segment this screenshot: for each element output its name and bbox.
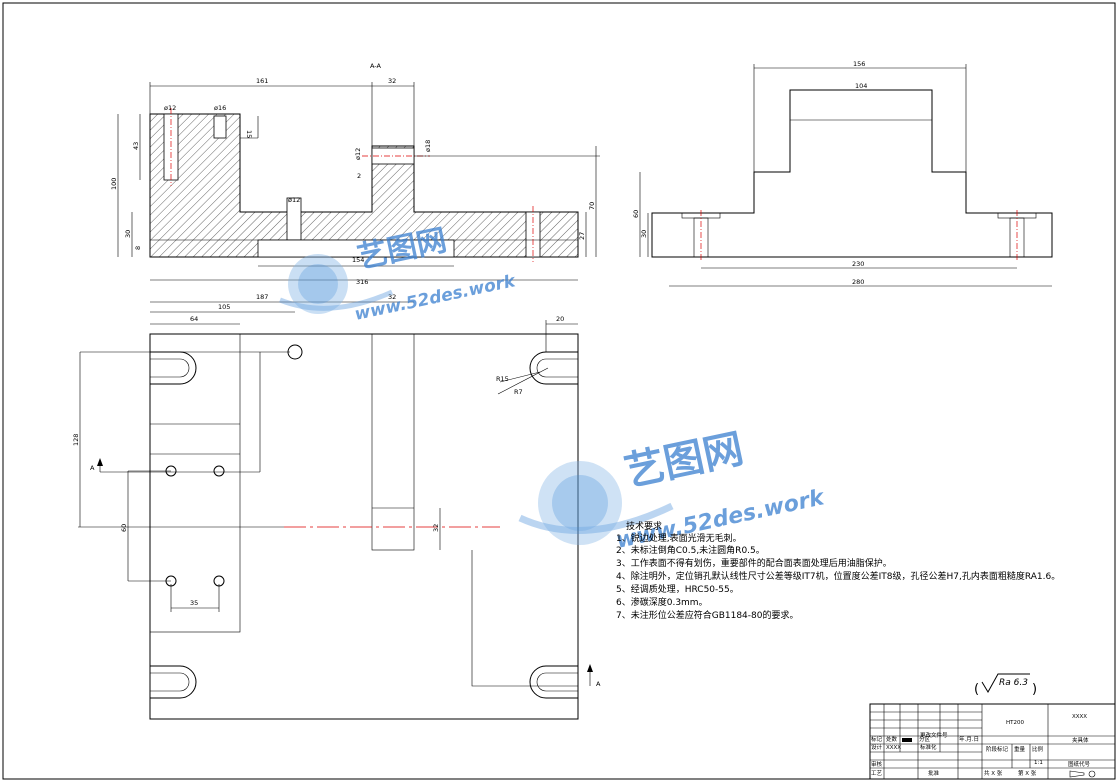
plan-center-rib [371, 333, 415, 551]
dim-187: 187 [256, 293, 268, 301]
dim-dia-18: ø18 [424, 140, 432, 152]
svg-text:(: ( [974, 682, 979, 697]
plan-left-rib [149, 333, 241, 633]
dim-dia-12-cross: ø12 [354, 148, 362, 160]
tb-scale: 1:1 [1034, 760, 1043, 766]
tb-review: 审核 [871, 760, 883, 768]
requirement-item: 2、未标注倒角C0.5,未注圆角R0.5。 [616, 544, 765, 556]
title-block: HT200 XXXX 夹具体 图纸代号 阶段标记 重量 比例 1:1 标记 处数… [869, 703, 1116, 780]
tb-change-no: 更改文件号 [920, 731, 948, 739]
technical-requirements: 技术要求 1、锐边处理,表面光滑无毛刺。 2、未标注倒角C0.5,未注圆角R0.… [616, 520, 1060, 621]
dim-15: 15 [245, 130, 253, 138]
tb-standardize: 标准化 [920, 743, 937, 751]
dim-r7: R7 [514, 388, 523, 396]
dim-20: 20 [556, 315, 564, 323]
section-label: A-A [370, 62, 382, 70]
dim-2: 2 [357, 172, 361, 180]
tb-drawing-no: 图纸代号 [1068, 760, 1091, 768]
dim-100: 100 [110, 178, 118, 190]
tb-stage-mark: 阶段标记 [986, 745, 1009, 753]
plan-lower-step [471, 550, 578, 687]
requirement-item: 5、经调质处理，HRC50-55。 [616, 583, 739, 595]
svg-text:): ) [1032, 682, 1037, 697]
tb-weight: 重量 [1014, 745, 1026, 753]
roughness-symbol: ( Ra 6.3 ) [974, 673, 1037, 697]
dim-dia-12: ø12 [164, 104, 176, 112]
dim-32-plan: 32 [388, 293, 396, 301]
dim-r15: R15 [496, 375, 509, 383]
section-arrow-left: A [90, 464, 95, 472]
dim-64: 64 [190, 315, 198, 323]
watermark-cn-center: 艺图网 [621, 426, 748, 496]
hole [287, 344, 303, 360]
dim-43: 43 [132, 142, 140, 150]
tb-date: 年.月.日 [959, 735, 979, 743]
dim-156: 156 [853, 60, 865, 68]
projection-symbol-icon [1069, 770, 1096, 778]
roughness-value: Ra 6.3 [999, 678, 1028, 688]
dim-161: 161 [256, 77, 268, 85]
dim-32-slot: 32 [432, 524, 440, 532]
tb-mark: 标记 [871, 735, 883, 743]
dim-230: 230 [852, 260, 864, 268]
section-view-a-a: A-A 161 32 ø12 ø16 15 43 [110, 62, 600, 286]
dim-dia-12-pin: ø12 [288, 196, 300, 204]
dim-104: 104 [855, 82, 867, 90]
tb-zone: 分区 [919, 735, 931, 743]
dim-316: 316 [356, 278, 368, 286]
dim-30-side: 30 [640, 230, 648, 238]
slot-bottom-right [529, 665, 578, 699]
dim-280: 280 [852, 278, 864, 286]
section-arrow-right: A [596, 680, 601, 688]
tb-approve: 批准 [928, 769, 940, 777]
tb-count: 处数 [886, 735, 898, 743]
dim-60: 60 [632, 210, 640, 218]
dim-35: 35 [190, 599, 198, 607]
requirement-item: 4、除注明外，定位销孔默认线性尺寸公差等级IT7机，位置度公差IT8级，孔径公差… [616, 570, 1060, 582]
slot-top-right [529, 351, 578, 385]
section-pin [286, 197, 302, 241]
slot-bottom-left [150, 665, 197, 699]
tb-material: HT200 [1006, 720, 1024, 726]
requirement-item: 3、工作表面不得有划伤，重要部件的配合面表面处理后用油脂保护。 [616, 557, 892, 569]
tb-ratio: 比例 [1032, 745, 1044, 753]
tb-sheet-no: 第 X 张 [1018, 769, 1037, 777]
tb-sheets-total: 共 X 张 [984, 769, 1003, 777]
side-view-outline [651, 89, 1053, 258]
tb-part-name: 夹具体 [1072, 736, 1089, 744]
dim-8: 8 [134, 246, 142, 250]
slot-top-left [150, 351, 197, 385]
dim-dia-16: ø16 [214, 104, 226, 112]
requirement-item: 1、锐边处理,表面光滑无毛刺。 [616, 532, 742, 544]
requirements-title: 技术要求 [626, 520, 662, 532]
dim-60-plan: 60 [120, 524, 128, 532]
side-view: 156 104 60 30 230 280 [632, 60, 1053, 287]
dim-105: 105 [218, 303, 230, 311]
tb-designer: XXXX [886, 745, 901, 751]
requirement-item: 7、未注形位公差应符合GB1184-80的要求。 [616, 609, 798, 621]
section-bore-small [213, 115, 227, 139]
tb-process: 工艺 [871, 770, 883, 777]
dim-32: 32 [388, 77, 396, 85]
hole [213, 465, 225, 477]
dim-70: 70 [588, 202, 596, 210]
requirement-item: 6、渗碳深度0.3mm。 [616, 596, 708, 608]
dim-30: 30 [124, 230, 132, 238]
section-bottom-recess [257, 239, 455, 258]
tb-company: XXXX [1072, 714, 1087, 720]
dim-154: 154 [352, 256, 364, 264]
plan-view: A A 187 105 64 32 20 R15 R7 128 60 35 32 [72, 293, 601, 720]
tb-design: 设计 [871, 743, 883, 751]
dim-27: 27 [578, 232, 586, 240]
dim-128: 128 [72, 434, 80, 446]
